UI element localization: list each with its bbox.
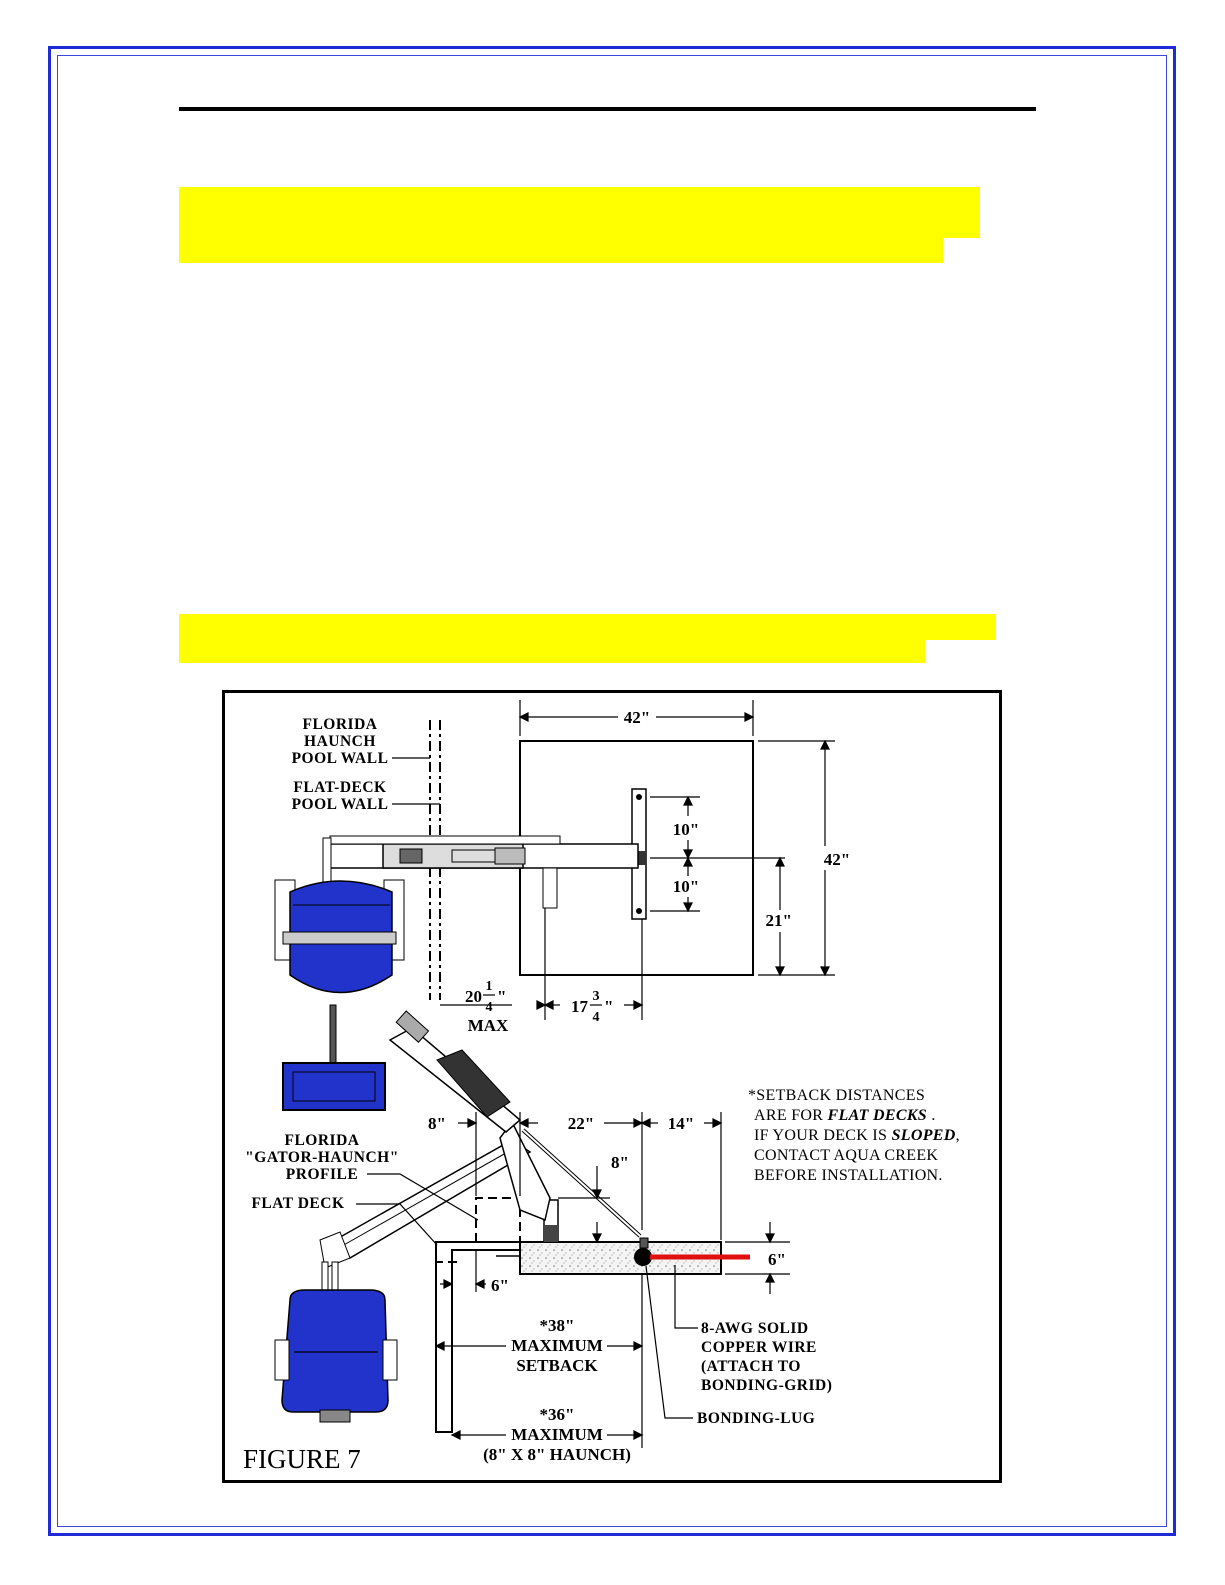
seat-top-view (274, 879, 405, 994)
highlight-band-2b (179, 638, 925, 663)
lift-mast (499, 1120, 551, 1222)
figure-7-drawing: FLORIDA HAUNCH POOL WALL FLAT-DECK POOL … (243, 700, 960, 1474)
note-line-3: IF YOUR DECK IS SLOPED, (754, 1127, 960, 1144)
label-wire-3: (ATTACH TO (701, 1358, 801, 1375)
label-florida-1: FLORIDA (303, 716, 378, 733)
figure-title: FIGURE 7 (243, 1444, 361, 1474)
setback-38-line3: SETBACK (516, 1356, 598, 1375)
dim-8-left: 8" (428, 1114, 446, 1133)
dim-8-vertical: 8" (611, 1153, 629, 1172)
side-view (274, 1010, 750, 1433)
label-gator-2: "GATOR-HAUNCH" (245, 1149, 399, 1166)
note-line-5: BEFORE INSTALLATION. (754, 1167, 943, 1184)
note-line-2: ARE FOR FLAT DECKS . (754, 1107, 936, 1124)
seat-side-view (274, 1289, 398, 1423)
dim-20-1-4: 20 1 4 " (465, 979, 506, 1015)
dim-10-upper: 10" (673, 820, 699, 839)
figure-7: FLORIDA HAUNCH POOL WALL FLAT-DECK POOL … (222, 690, 1002, 1483)
setback-36-value: *36" (540, 1405, 575, 1424)
label-florida-3: POOL WALL (292, 750, 389, 767)
dim-17-3-4: 17 3 4 " (571, 989, 613, 1025)
footrest (282, 1062, 386, 1111)
svg-text:1: 1 (486, 979, 493, 994)
header-rule (179, 107, 1036, 111)
side-view-dimensions (434, 1112, 790, 1448)
svg-text:20: 20 (465, 987, 482, 1006)
top-view-dimensions (440, 700, 835, 1020)
svg-text:": " (497, 987, 506, 1006)
setback-38-value: *38" (540, 1316, 575, 1335)
dim-6-right: 6" (768, 1250, 786, 1269)
label-gator-1: FLORIDA (285, 1132, 360, 1149)
top-view-labels: FLORIDA HAUNCH POOL WALL FLAT-DECK POOL … (292, 716, 440, 813)
label-flat-deck: FLAT DECK (251, 1195, 344, 1212)
setback-36-line2: MAXIMUM (511, 1425, 603, 1444)
setback-38-line2: MAXIMUM (511, 1336, 603, 1355)
label-wire-2: COPPER WIRE (701, 1339, 817, 1356)
svg-text:4: 4 (486, 1000, 493, 1015)
label-wire-1: 8-AWG SOLID (701, 1320, 809, 1337)
svg-text:4: 4 (593, 1010, 600, 1025)
dim-width-42: 42" (624, 708, 650, 727)
dim-21: 21" (766, 911, 792, 930)
highlight-band-2a (179, 614, 996, 640)
label-wire-4: BONDING-GRID) (701, 1377, 832, 1394)
dim-22: 22" (568, 1114, 594, 1133)
svg-text:": " (604, 997, 613, 1016)
page-border-inner (57, 55, 1167, 1527)
footrest-post (329, 1004, 337, 1066)
side-view-labels: FLORIDA "GATOR-HAUNCH" PROFILE FLAT DECK… (245, 1132, 832, 1427)
label-gator-3: PROFILE (286, 1166, 358, 1183)
svg-text:3: 3 (593, 989, 600, 1004)
setback-note: *SETBACK DISTANCES ARE FOR FLAT DECKS . … (748, 1087, 960, 1184)
dim-10-lower: 10" (673, 877, 699, 896)
dim-height-42: 42" (824, 850, 850, 869)
highlight-band-1a (179, 187, 980, 238)
dim-max-label: MAX (468, 1016, 509, 1035)
label-bonding-lug: BONDING-LUG (697, 1410, 815, 1427)
highlight-band-1b (179, 236, 943, 263)
note-line-1: *SETBACK DISTANCES (748, 1087, 925, 1104)
dim-14: 14" (668, 1114, 694, 1133)
setback-36-line3: (8" X 8" HAUNCH) (483, 1445, 631, 1464)
page-border-outer (48, 46, 1176, 1536)
svg-text:17: 17 (571, 997, 589, 1016)
note-line-4: CONTACT AQUA CREEK (754, 1147, 938, 1164)
label-flatdeck-wall-2: POOL WALL (292, 796, 389, 813)
label-florida-2: HAUNCH (304, 733, 376, 750)
dim-6-left: 6" (491, 1276, 509, 1295)
bonding-lug-bolt (634, 1248, 652, 1266)
label-flatdeck-wall-1: FLAT-DECK (293, 779, 386, 796)
